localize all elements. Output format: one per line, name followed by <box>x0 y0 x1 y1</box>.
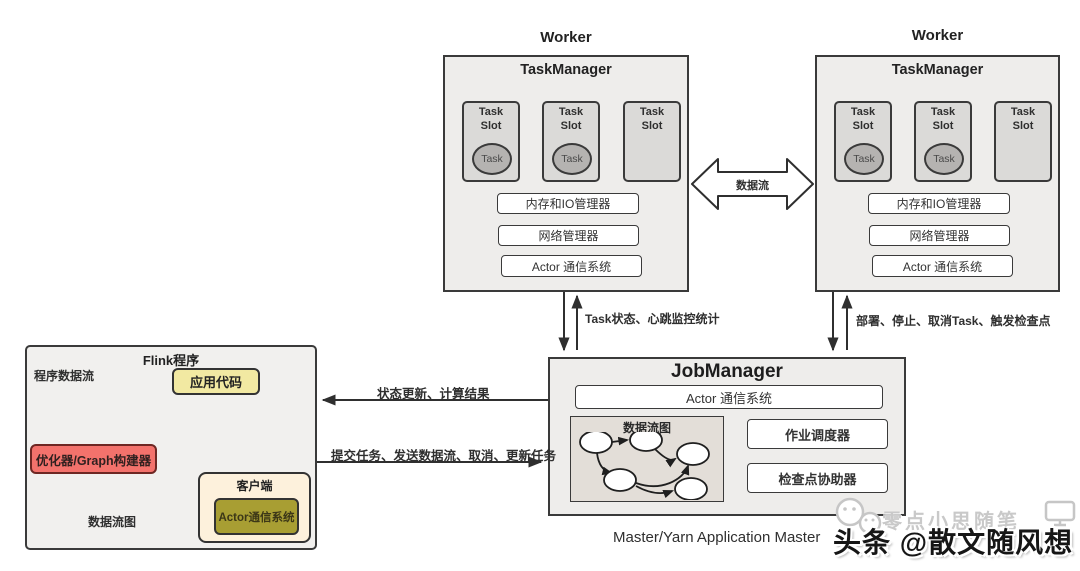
dataflow-label: 数据流 <box>736 180 769 192</box>
dataflow-graph-box: 数据流图 <box>570 416 724 502</box>
client-title: 客户端 <box>236 479 273 493</box>
task-slot: Task Slot <box>623 101 681 182</box>
actor-system-bar: Actor 通信系统 <box>501 255 642 277</box>
memory-io-manager-bar: 内存和IO管理器 <box>497 193 639 214</box>
task-slot: Task Slot Task <box>914 101 972 182</box>
memory-io-manager-bar: 内存和IO管理器 <box>868 193 1010 214</box>
client-box: 客户端 Actor通信系统 <box>198 472 311 543</box>
task-slot-label: Task Slot <box>1010 106 1036 132</box>
optimizer-node: 优化器/Graph构建器 <box>30 444 157 474</box>
deploy-label: 部署、停止、取消Task、触发检查点 <box>856 314 1051 328</box>
task-slot: Task Slot Task <box>542 101 600 182</box>
task-circle: Task <box>552 143 592 175</box>
watermark-byline: 头条 @散文随风想 <box>833 527 1074 558</box>
dataflow-graph-icon <box>579 432 710 500</box>
actor-system-bar: Actor 通信系统 <box>872 255 1013 277</box>
task-label: Task <box>853 153 875 165</box>
watermark-logo-icon <box>835 497 1076 535</box>
worker-right-title: Worker <box>911 27 964 44</box>
flink-program-box: Flink程序 程序数据流 应用代码 优化器/Graph构建器 数据流图 客户端… <box>25 345 317 550</box>
task-slot: Task Slot <box>994 101 1052 182</box>
task-slot-label: Task Slot <box>930 106 956 132</box>
task-circle: Task <box>924 143 964 175</box>
task-slot-label: Task Slot <box>639 106 665 132</box>
checkpoint-coordinator-bar: 检查点协助器 <box>747 463 888 493</box>
client-actor-node: Actor通信系统 <box>214 498 299 535</box>
taskmanager-right-title: TaskManager <box>891 62 984 78</box>
submit-tasks-label: 提交任务、发送数据流、取消、更新任务 <box>331 449 557 463</box>
app-code-node: 应用代码 <box>172 368 260 395</box>
task-label: Task <box>481 153 503 165</box>
task-label: Task <box>933 153 955 165</box>
watermark-brand: 零点小思随笔 <box>882 511 1020 533</box>
flink-program-title: Flink程序 <box>142 353 200 368</box>
jobmanager-title: JobManager <box>671 361 783 382</box>
network-manager-bar: 网络管理器 <box>498 225 639 246</box>
worker-left-box: TaskManager Task Slot Task Task Slot Tas… <box>443 55 689 292</box>
program-dataflow-label: 程序数据流 <box>34 369 95 383</box>
task-slot: Task Slot Task <box>462 101 520 182</box>
taskmanager-left-title: TaskManager <box>520 62 612 78</box>
task-slot: Task Slot Task <box>834 101 892 182</box>
master-caption: Master/Yarn Application Master <box>613 529 821 546</box>
job-scheduler-bar: 作业调度器 <box>747 419 888 449</box>
jm-actor-system-bar: Actor 通信系统 <box>575 385 883 409</box>
task-slot-label: Task Slot <box>558 106 584 132</box>
double-arrow-dataflow <box>691 158 814 210</box>
task-status-label: Task状态、心跳监控统计 <box>585 312 720 326</box>
task-circle: Task <box>472 143 512 175</box>
status-update-label: 状态更新、计算结果 <box>377 387 490 401</box>
jobmanager-box: JobManager Actor 通信系统 数据流图 <box>548 357 906 516</box>
task-slot-label: Task Slot <box>850 106 876 132</box>
network-manager-bar: 网络管理器 <box>869 225 1010 246</box>
task-slot-label: Task Slot <box>478 106 504 132</box>
task-circle: Task <box>844 143 884 175</box>
dataflow-graph-label: 数据流图 <box>88 515 137 529</box>
worker-left-title: Worker <box>540 29 592 46</box>
task-label: Task <box>561 153 583 165</box>
worker-right-box: TaskManager Task Slot Task Task Slot Tas… <box>815 55 1060 292</box>
